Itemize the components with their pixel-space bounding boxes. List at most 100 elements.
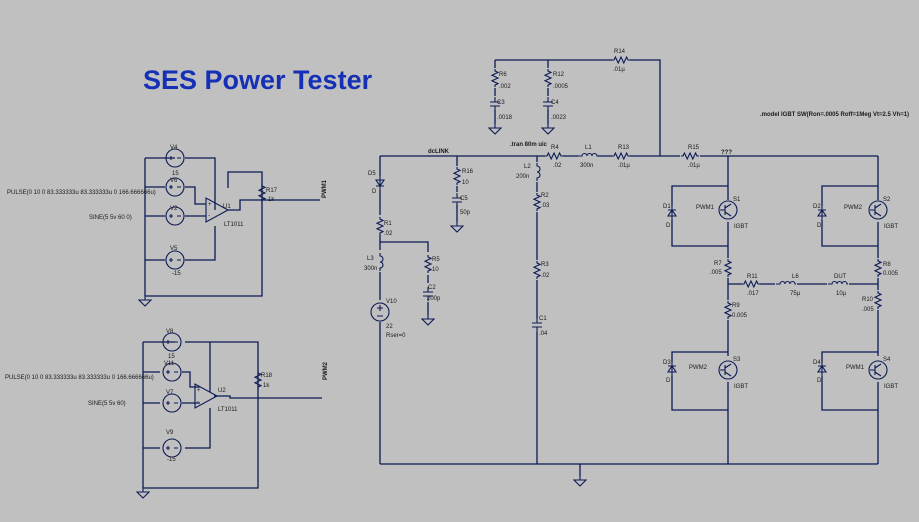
svg-text:.01µ: .01µ bbox=[613, 67, 625, 73]
ground-icon bbox=[136, 487, 150, 499]
svg-text:.02: .02 bbox=[384, 231, 393, 237]
r14-resistor[interactable] bbox=[611, 56, 631, 64]
svg-text:R8: R8 bbox=[883, 262, 891, 268]
svg-text:V7: V7 bbox=[166, 390, 174, 396]
svg-text:R12: R12 bbox=[553, 72, 565, 78]
svg-text:200p: 200p bbox=[427, 296, 441, 302]
ground-icon bbox=[421, 314, 435, 326]
l3-inductor[interactable] bbox=[379, 252, 384, 272]
svg-text:R15: R15 bbox=[688, 145, 700, 151]
svg-text:.0018: .0018 bbox=[497, 115, 513, 121]
r8-resistor[interactable] bbox=[874, 258, 882, 278]
v9-source[interactable] bbox=[162, 438, 182, 458]
svg-text:R10: R10 bbox=[862, 297, 874, 303]
r10-resistor[interactable] bbox=[874, 290, 882, 310]
r5-resistor[interactable] bbox=[424, 254, 432, 274]
r1-resistor[interactable] bbox=[376, 216, 384, 236]
svg-text:IGBT: IGBT bbox=[884, 224, 898, 230]
svg-text:PWM2: PWM2 bbox=[844, 205, 863, 211]
svg-text:PWM2: PWM2 bbox=[689, 365, 708, 371]
svg-text:V2: V2 bbox=[170, 206, 178, 212]
svg-text:R4: R4 bbox=[551, 145, 559, 151]
s4-switch[interactable] bbox=[868, 360, 888, 380]
r11-resistor[interactable] bbox=[741, 280, 761, 288]
svg-text:LT1011: LT1011 bbox=[218, 407, 238, 413]
l6-inductor[interactable] bbox=[775, 280, 797, 285]
r7-resistor[interactable] bbox=[724, 258, 732, 278]
d5-diode[interactable] bbox=[375, 175, 385, 191]
svg-text:.04: .04 bbox=[539, 331, 548, 337]
pwm2-net-label: PWM2 bbox=[323, 361, 329, 380]
s2-switch[interactable] bbox=[868, 200, 888, 220]
svg-text:L2: L2 bbox=[524, 164, 531, 170]
svg-text:IGBT: IGBT bbox=[884, 384, 898, 390]
svg-text:IGBT: IGBT bbox=[734, 384, 748, 390]
svg-text:PWM1: PWM1 bbox=[696, 205, 715, 211]
svg-text:D: D bbox=[666, 223, 671, 229]
s1-switch[interactable] bbox=[718, 200, 738, 220]
svg-text:S3: S3 bbox=[733, 357, 741, 363]
svg-text:V10: V10 bbox=[386, 299, 397, 305]
svg-text:V6: V6 bbox=[170, 178, 178, 184]
svg-text:0.005: 0.005 bbox=[732, 313, 748, 319]
page-title: SES Power Tester bbox=[143, 65, 373, 95]
r6-resistor[interactable] bbox=[491, 68, 499, 88]
svg-text:.01µ: .01µ bbox=[618, 163, 630, 169]
svg-text:200n: 200n bbox=[516, 174, 529, 180]
svg-text:V8: V8 bbox=[166, 329, 174, 335]
ground-icon bbox=[138, 295, 152, 307]
ground-icon bbox=[573, 475, 587, 487]
r12-resistor[interactable] bbox=[544, 68, 552, 88]
r13-resistor[interactable] bbox=[611, 152, 631, 160]
svg-text:C2: C2 bbox=[428, 285, 436, 291]
r3-resistor[interactable] bbox=[533, 260, 541, 280]
dut-inductor[interactable] bbox=[827, 280, 849, 285]
svg-text:.002: .002 bbox=[499, 84, 511, 90]
l1-inductor[interactable] bbox=[577, 152, 599, 157]
r9-resistor[interactable] bbox=[724, 300, 732, 320]
ground-icon bbox=[488, 123, 502, 135]
r4-resistor[interactable] bbox=[544, 152, 564, 160]
svg-text:C1: C1 bbox=[539, 316, 547, 322]
svg-text:300n: 300n bbox=[580, 163, 593, 169]
svg-text:L3: L3 bbox=[367, 256, 374, 262]
v5-source[interactable] bbox=[165, 250, 185, 270]
svg-text:1k: 1k bbox=[268, 197, 275, 203]
s3-switch[interactable] bbox=[718, 360, 738, 380]
svg-text:V5: V5 bbox=[170, 246, 178, 252]
u1-comparator[interactable] bbox=[205, 197, 229, 223]
v7-source[interactable] bbox=[162, 393, 182, 413]
r16-resistor[interactable] bbox=[453, 166, 461, 186]
v11-value: PULSE(0 10 0 83.333333u 83.333333u 0 166… bbox=[5, 375, 154, 381]
r15-resistor[interactable] bbox=[680, 152, 700, 160]
svg-text:.02: .02 bbox=[541, 273, 550, 279]
svg-text:15: 15 bbox=[172, 171, 179, 177]
svg-text:C3: C3 bbox=[497, 100, 505, 106]
ground-icon bbox=[541, 123, 555, 135]
svg-text:D: D bbox=[666, 378, 671, 384]
l2-inductor[interactable] bbox=[536, 162, 541, 182]
svg-text:75µ: 75µ bbox=[790, 291, 801, 297]
svg-text:R11: R11 bbox=[747, 274, 758, 280]
svg-text:R13: R13 bbox=[618, 145, 630, 151]
svg-text:S2: S2 bbox=[883, 197, 891, 203]
svg-text:D5: D5 bbox=[368, 171, 376, 177]
svg-text:D4: D4 bbox=[813, 360, 821, 366]
svg-text:50p: 50p bbox=[460, 210, 471, 216]
v10-source[interactable] bbox=[370, 302, 390, 322]
svg-text:.005: .005 bbox=[710, 270, 722, 276]
svg-text:.01µ: .01µ bbox=[688, 163, 700, 169]
v2-value: SINE(5 5v 60 0) bbox=[89, 215, 132, 221]
u2-comparator[interactable] bbox=[194, 383, 218, 409]
svg-text:D: D bbox=[817, 223, 822, 229]
r2-resistor[interactable] bbox=[533, 192, 541, 212]
v7-value: SINE(5 5v 60) bbox=[88, 401, 126, 407]
svg-text:D3: D3 bbox=[663, 360, 671, 366]
svg-text:-15: -15 bbox=[172, 271, 181, 277]
pwm1-driver: V4 15 V6 PULSE(0 10 0 83.333333u 83.3333… bbox=[7, 145, 328, 307]
svg-text:R5: R5 bbox=[432, 257, 440, 263]
svg-text:C5: C5 bbox=[460, 196, 468, 202]
ground-icon bbox=[450, 221, 464, 233]
svg-text:S1: S1 bbox=[733, 197, 741, 203]
